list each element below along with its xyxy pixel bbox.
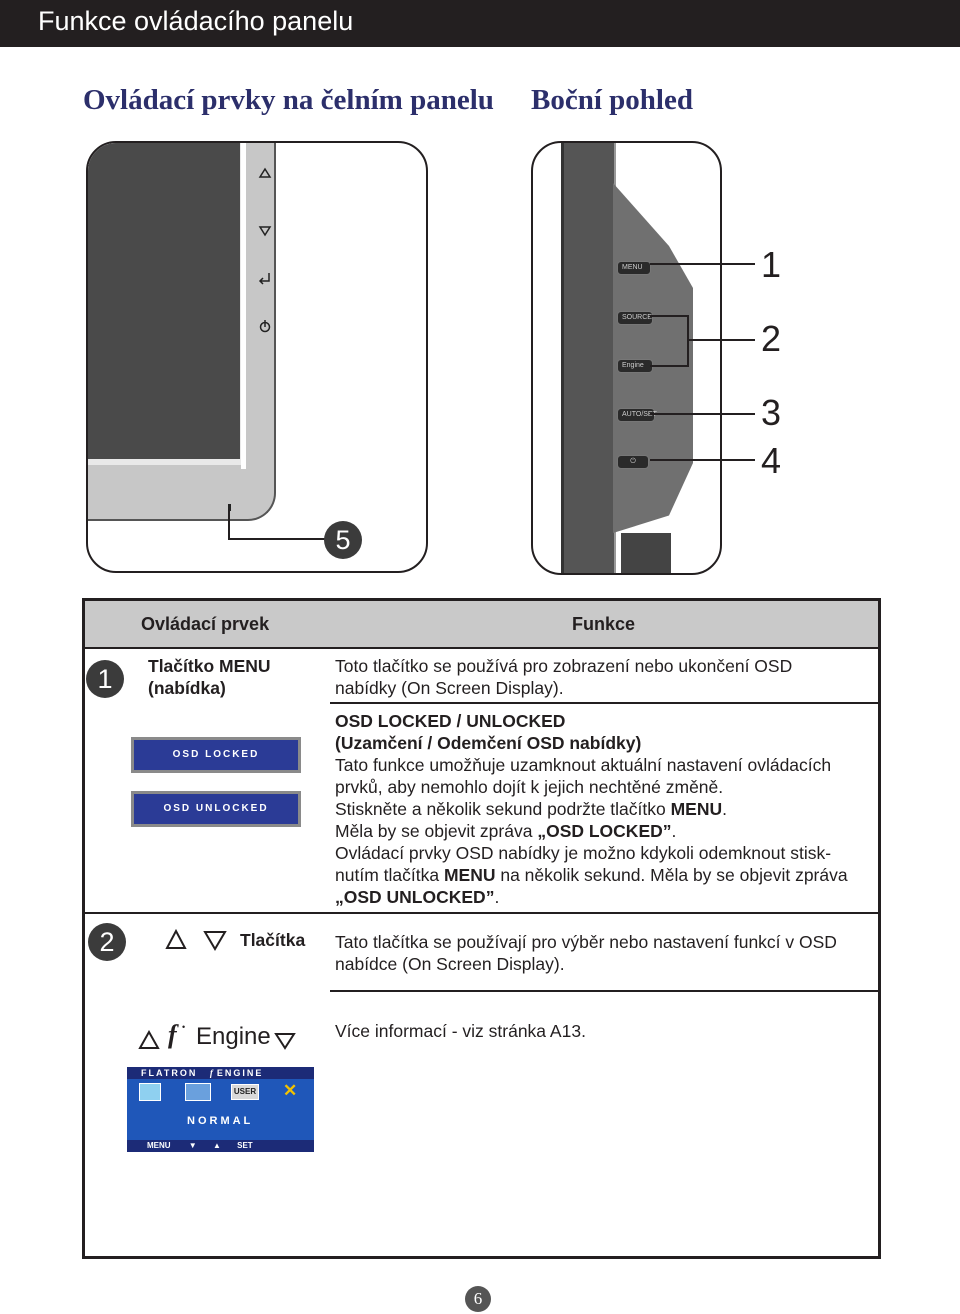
exit-icon[interactable]: ✕ [283,1081,298,1100]
column-header-control: Ovládací prvek [141,614,270,634]
up-arrow-icon [138,1030,160,1049]
osd-mode-label: NORMAL [187,1115,254,1127]
callout-5: 5 [324,521,362,559]
osd-unlocked-message: OSD UNLOCKED [131,791,301,827]
row-2-desc-line-2: nabídce (On Screen Display). [335,954,565,974]
page-title: Funkce ovládacího panelu [38,6,354,36]
user-mode-button[interactable]: USER [231,1084,259,1100]
callout-1: 1 [761,244,782,285]
table-header [85,601,878,649]
osd-locked-message: OSD LOCKED [131,737,301,773]
lock-desc-4: Měla by se objevit zpráva „OSD LOCKED”. [335,821,677,841]
callout-4: 4 [761,440,782,481]
f-engine-label: Engine [196,1023,271,1050]
lock-desc-6: nutím tlačítka MENU na několik sekund. M… [335,865,848,885]
side-callout-lines [650,263,755,461]
lock-desc-2: prvků, aby nemohlo dojít k jejich nechtě… [335,777,724,797]
row-divider [330,702,878,704]
header-bar [0,0,960,47]
row-2-desc-line-1: Tato tlačítka se používají pro výběr neb… [335,932,837,952]
row-1-number: 1 [86,660,124,698]
down-arrow-icon [274,1033,296,1050]
lock-desc-3: Stiskněte a několik sekund podržte tlačí… [335,799,728,819]
front-panel-title: Ovládací prvky na čelním panelu [83,84,494,116]
f-logo-icon: f [168,1020,177,1049]
up-down-arrows-icon [165,928,227,951]
front-panel-illustration: 5 [86,141,428,573]
monitor-mode-icon[interactable] [139,1083,161,1101]
menu-button-name-sub: (nabídka) [148,678,226,698]
column-header-function: Funkce [572,614,636,634]
callout-2: 2 [761,318,782,359]
row-1-desc-line-1: Toto tlačítko se používá pro zobrazení n… [335,656,793,676]
row-divider [330,990,878,992]
page-number: 6 [465,1286,491,1312]
f-engine-desc: Více informací - viz stránka A13. [335,1021,586,1041]
lock-desc-7: „OSD UNLOCKED”. [335,887,500,907]
grid-mode-icon[interactable] [185,1083,211,1101]
side-power-button[interactable]: ⏻ [617,455,649,469]
buttons-name: Tlačítka [240,930,306,950]
menu-button-name: Tlačítko MENU [148,656,271,676]
lock-desc-1: Tato funkce umožňuje uzamknout aktuální … [335,755,832,775]
osd-footer: MENU ▼ ▲ SET [127,1140,314,1152]
side-menu-button[interactable]: MENU [617,261,651,275]
side-view-title: Boční pohled [531,84,693,116]
controls-table [82,598,881,1259]
row-divider [85,912,878,914]
monitor-screen [88,143,246,465]
side-source-button[interactable]: SOURCE [617,311,653,325]
row-1-desc-line-2: nabídky (On Screen Display). [335,678,564,698]
front-buttons-icon [258,167,272,333]
dot-icon: • [182,1022,186,1032]
lock-title-1: OSD LOCKED / UNLOCKED [335,711,566,731]
power-led [228,504,231,511]
row-2-number: 2 [88,923,126,961]
monitor-stand [621,533,671,573]
side-fengine-button[interactable]: Engine [617,359,653,373]
callout-3: 3 [761,392,782,433]
monitor-side-body [561,143,616,573]
lock-title-2: (Uzamčení / Odemčení OSD nabídky) [335,733,642,753]
lock-desc-5: Ovládací prvky OSD nabídky je možno kdyk… [335,843,832,863]
side-view-illustration: MENU SOURCE Engine AUTO/SET ⏻ [531,141,722,575]
